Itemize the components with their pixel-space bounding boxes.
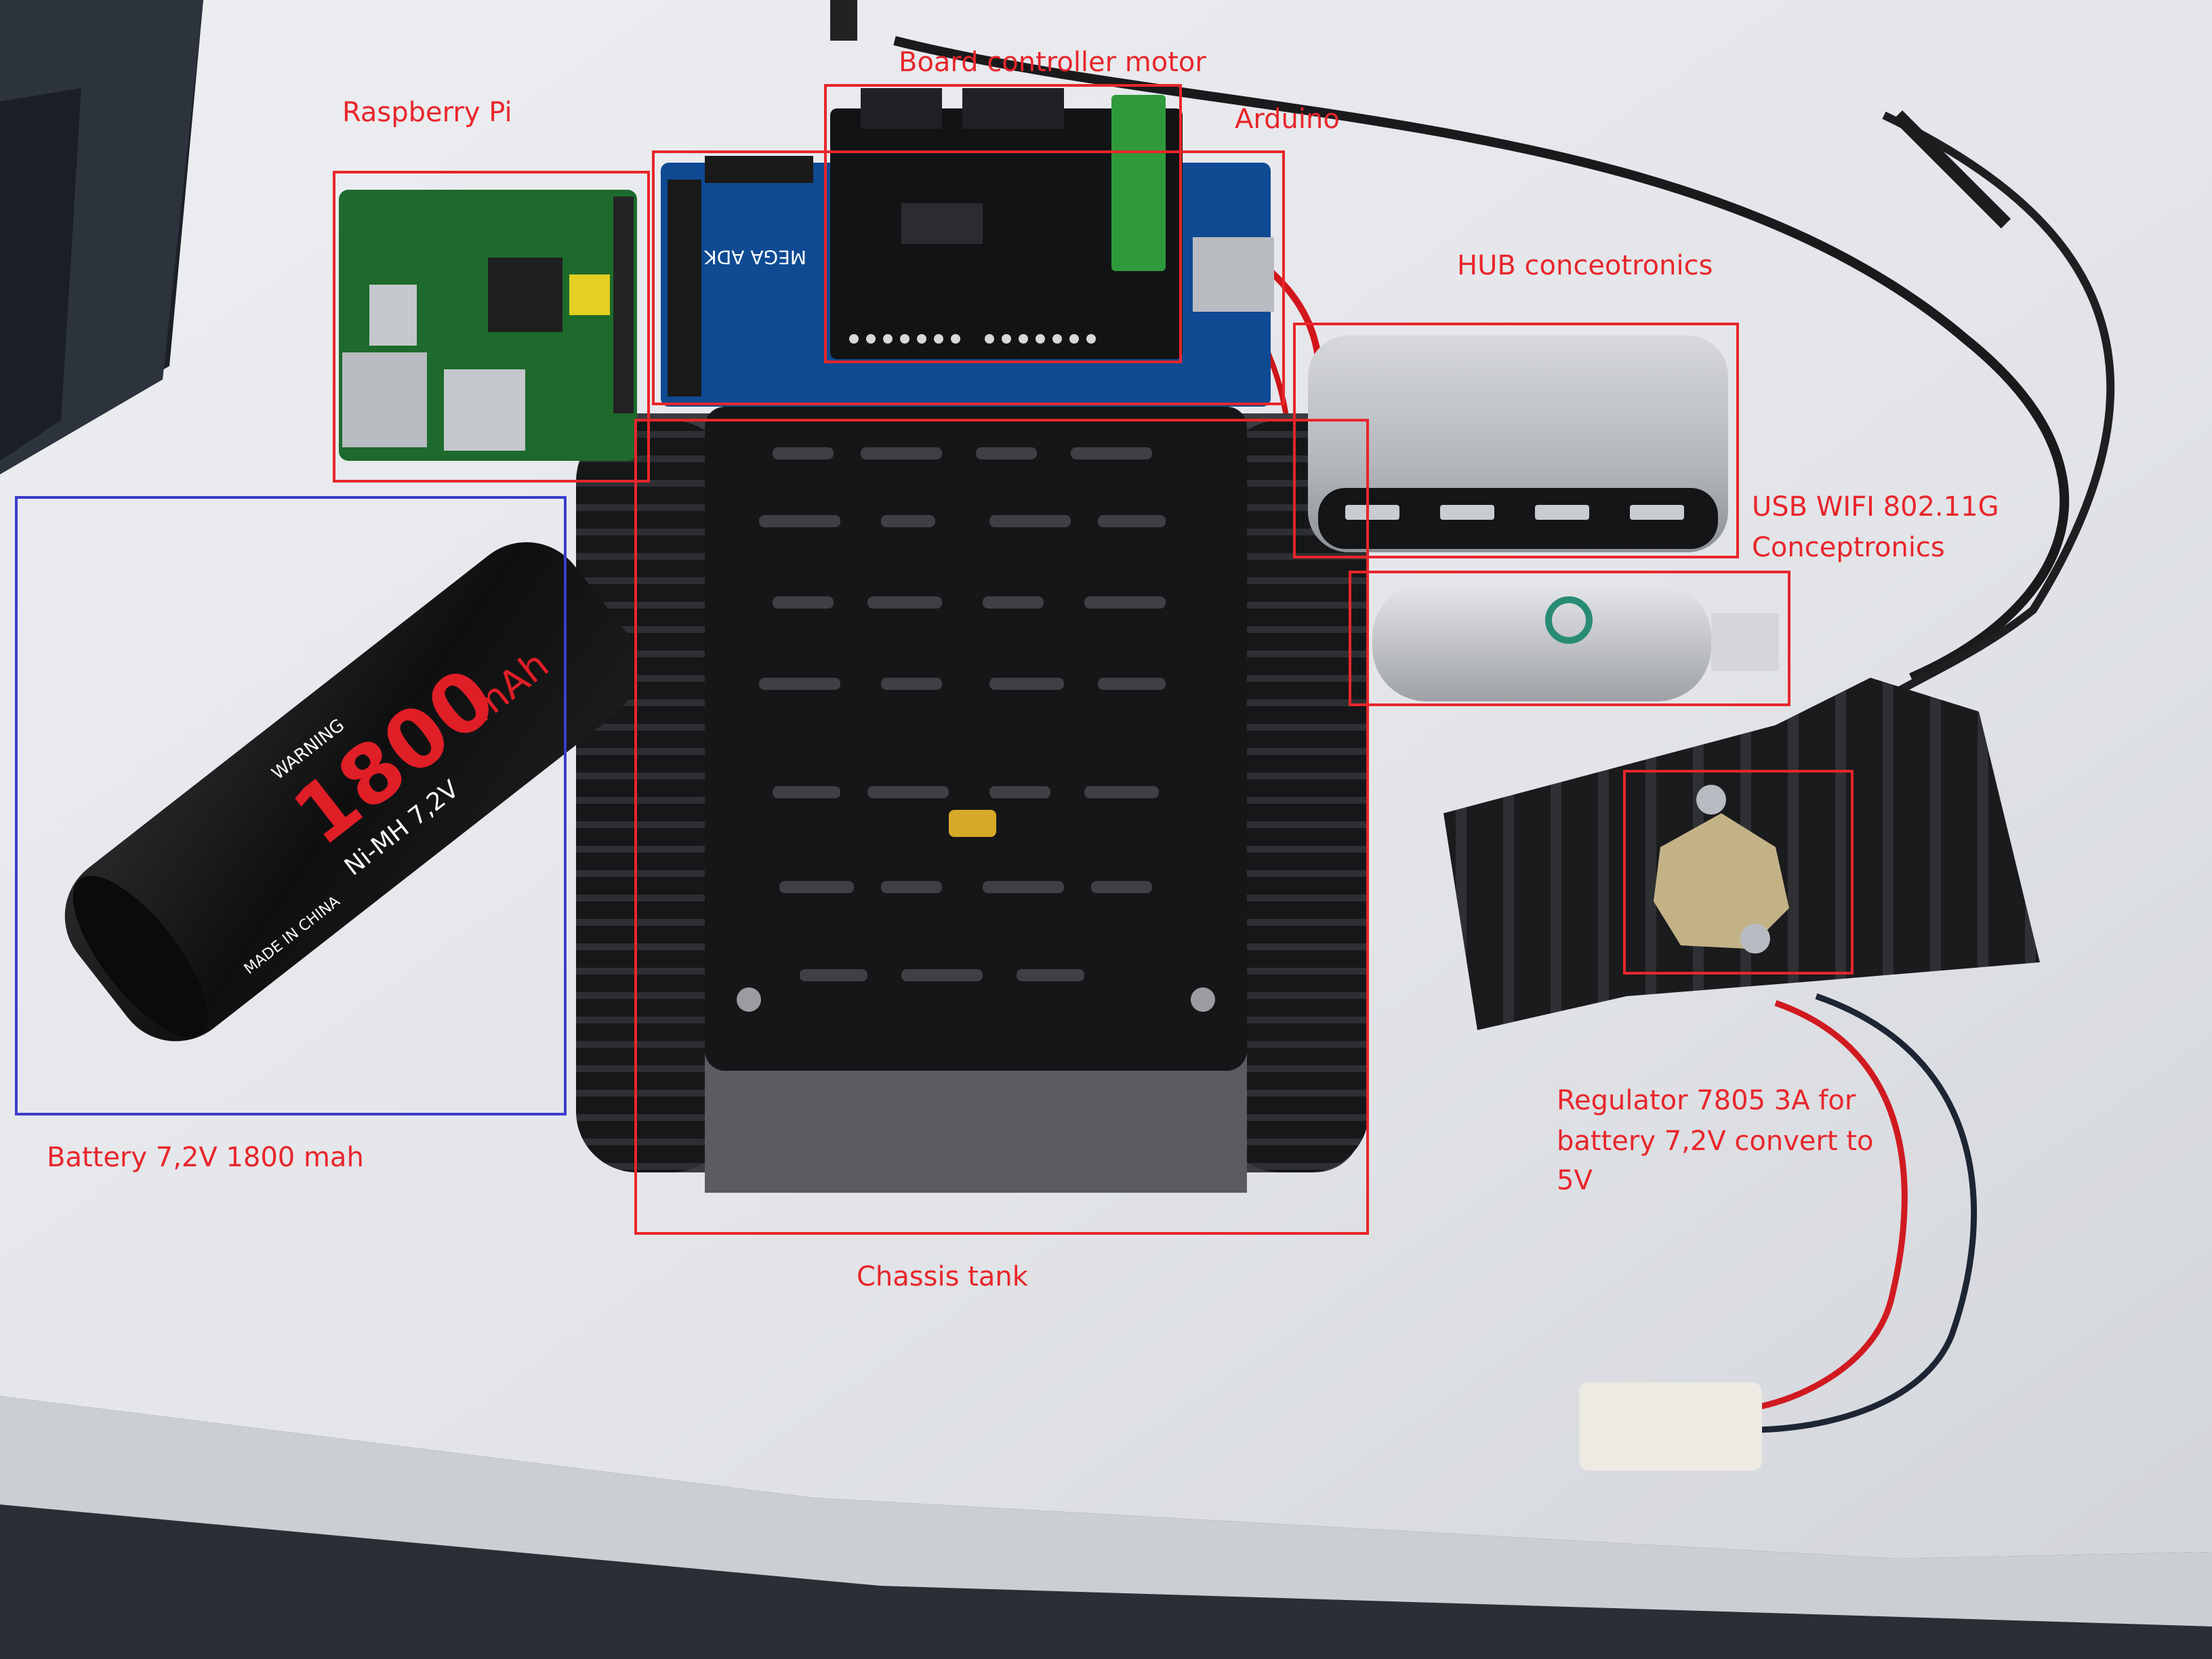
chassis-top-plate [705, 407, 1247, 1071]
label-arduino: Arduino [1235, 104, 1340, 135]
right-track [1220, 420, 1369, 1172]
label-regulator-line1: Regulator 7805 3A for [1557, 1085, 1856, 1116]
label-regulator-line2: battery 7,2V convert to [1557, 1126, 1874, 1157]
rca-jack [569, 274, 610, 315]
label-raspberry-pi: Raspberry Pi [342, 97, 512, 128]
label-hub: HUB conceotronics [1457, 250, 1713, 281]
label-usb-wifi-line2: Conceptronics [1752, 532, 1945, 563]
regulator-box [1623, 770, 1853, 975]
chassis-screw [737, 987, 761, 1012]
arduino-header [705, 156, 813, 183]
chassis-screw [1191, 987, 1215, 1012]
usb-hub-ports [1345, 505, 1684, 520]
hub-box [1293, 323, 1739, 558]
label-battery: Battery 7,2V 1800 mah [47, 1142, 364, 1173]
motor-connector [830, 0, 857, 41]
arduino-usb-port [1193, 237, 1274, 312]
ethernet-port [342, 352, 427, 447]
chassis-box [634, 419, 1369, 1235]
black-cable [893, 36, 2070, 682]
usb-wifi-logo [1545, 596, 1593, 644]
desk-underside [0, 1504, 2212, 1659]
chassis-plate-slots [759, 447, 1166, 981]
arduino-print: MEGA ADK [704, 246, 806, 268]
usb-wifi-box [1349, 571, 1790, 706]
motor-driver-chip [901, 203, 983, 244]
board-controller-motor-box [824, 84, 1182, 363]
cable-plug [1892, 110, 2011, 229]
screw-terminal [1111, 95, 1166, 271]
arduino-header [668, 180, 701, 396]
regulator-screw [1696, 785, 1726, 815]
power-connector [1579, 1382, 1762, 1471]
raspberry-pi-box [333, 171, 650, 483]
soc-chip [488, 258, 562, 332]
arduino-box [652, 150, 1285, 405]
battery-window [949, 810, 996, 837]
shield-pin-row [849, 334, 1096, 344]
usb-ports [444, 369, 525, 451]
motor-shield [830, 108, 1183, 359]
label-regulator-line3: 5V [1557, 1165, 1593, 1196]
label-usb-wifi-line1: USB WIFI 802.11G [1752, 491, 1999, 523]
gpio-header [613, 197, 634, 413]
regulator-red-wire [1734, 1000, 1908, 1413]
usb-hub-front [1318, 488, 1718, 549]
usb-wifi-plug [1711, 613, 1779, 671]
black-cable-2 [1867, 111, 2115, 714]
left-track [576, 420, 732, 1172]
regulator-screw [1740, 924, 1770, 954]
motor-shield-header [861, 88, 942, 129]
regulator-black-wire [1748, 993, 1978, 1433]
laptop-keyboard [0, 88, 81, 461]
motor-shield-header [962, 88, 1064, 129]
label-board-controller-motor: Board controller motor [899, 47, 1206, 78]
label-chassis: Chassis tank [857, 1261, 1028, 1292]
usb-wifi-dongle [1372, 583, 1711, 701]
regulator-7805 [1654, 813, 1789, 949]
battery-box [15, 496, 567, 1115]
hdmi-port [369, 285, 417, 346]
